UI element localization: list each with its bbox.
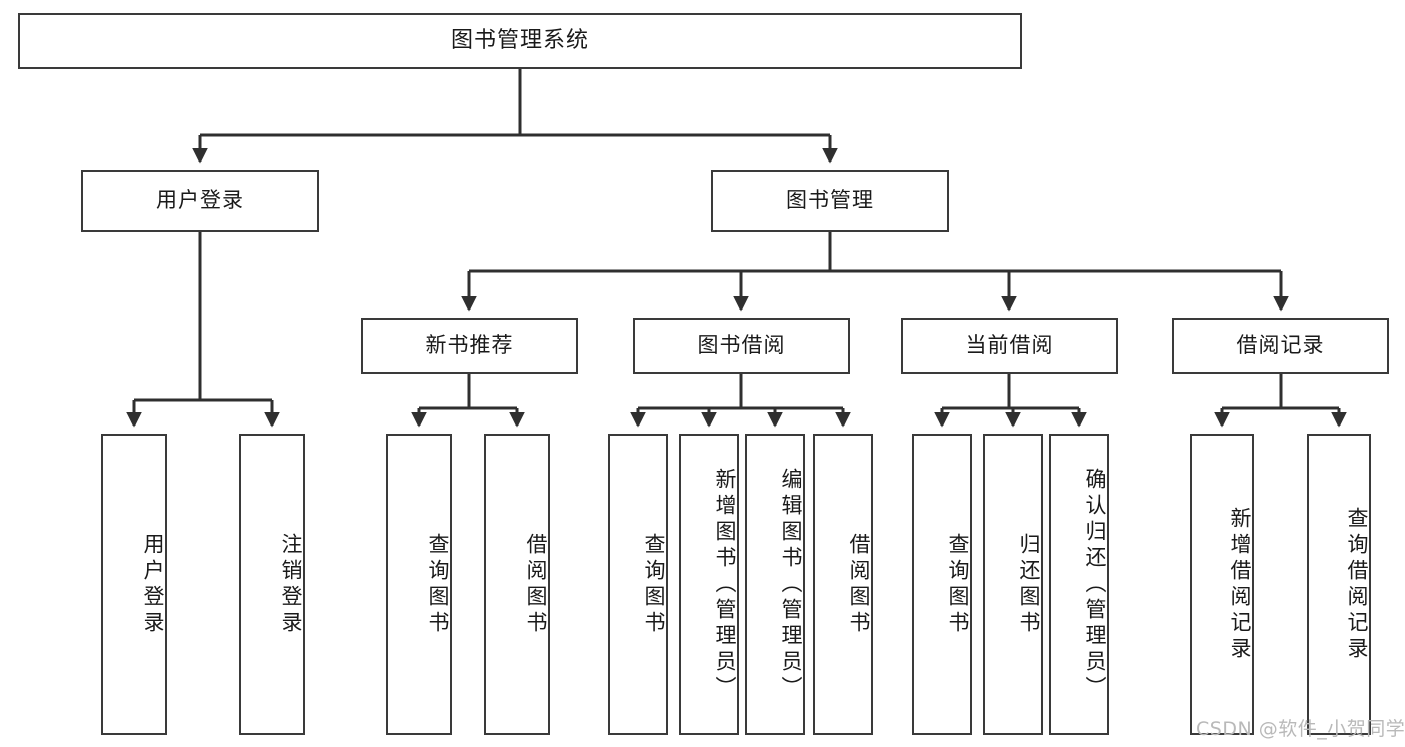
leaf-confirm-return-admin-label: 确认归还（管理员） [1083,467,1107,702]
node-book-borrow-label: 图书借阅 [697,333,786,358]
leaf-borrow-book-nb[interactable]: 借阅图书 [484,434,550,735]
leaf-query-borrow-record-label: 查询借阅记录 [1345,506,1369,663]
leaf-query-book-cb[interactable]: 查询图书 [912,434,972,735]
node-current-borrow-label: 当前借阅 [965,333,1054,358]
leaf-confirm-return-admin[interactable]: 确认归还（管理员） [1049,434,1109,735]
leaf-edit-book-admin[interactable]: 编辑图书（管理员） [745,434,805,735]
leaf-query-book-nb[interactable]: 查询图书 [386,434,452,735]
node-current-borrow[interactable]: 当前借阅 [901,318,1118,374]
leaf-query-book-bb-label: 查询图书 [642,532,666,637]
leaf-edit-book-admin-label: 编辑图书（管理员） [779,467,803,702]
leaf-query-book-bb[interactable]: 查询图书 [608,434,668,735]
leaf-borrow-book-nb-label: 借阅图书 [524,532,548,637]
node-user-login[interactable]: 用户登录 [81,170,319,232]
node-user-login-label: 用户登录 [156,188,244,213]
leaf-return-book-label: 归还图书 [1017,532,1041,637]
leaf-borrow-book-bb[interactable]: 借阅图书 [813,434,873,735]
node-new-book-recommend[interactable]: 新书推荐 [361,318,578,374]
node-root-label: 图书管理系统 [450,27,589,53]
node-root[interactable]: 图书管理系统 [18,13,1022,69]
leaf-user-login[interactable]: 用户登录 [101,434,167,735]
node-book-borrow[interactable]: 图书借阅 [633,318,850,374]
leaf-query-borrow-record[interactable]: 查询借阅记录 [1307,434,1371,735]
leaf-user-login-label: 用户登录 [141,532,165,637]
leaf-add-borrow-record-label: 新增借阅记录 [1228,506,1252,663]
leaf-add-borrow-record[interactable]: 新增借阅记录 [1190,434,1254,735]
node-book-management-label: 图书管理 [786,188,874,213]
node-new-book-recommend-label: 新书推荐 [425,333,514,358]
csdn-watermark: CSDN @软件_小贺同学 [1196,718,1405,740]
node-borrow-record[interactable]: 借阅记录 [1172,318,1389,374]
leaf-return-book[interactable]: 归还图书 [983,434,1043,735]
leaf-logout-label: 注销登录 [279,532,303,637]
leaf-borrow-book-bb-label: 借阅图书 [847,532,871,637]
leaf-add-book-admin[interactable]: 新增图书（管理员） [679,434,739,735]
leaf-query-book-cb-label: 查询图书 [946,532,970,637]
node-book-management[interactable]: 图书管理 [711,170,949,232]
leaf-add-book-admin-label: 新增图书（管理员） [713,467,737,702]
leaf-query-book-nb-label: 查询图书 [426,532,450,637]
leaf-logout[interactable]: 注销登录 [239,434,305,735]
node-borrow-record-label: 借阅记录 [1236,333,1325,358]
